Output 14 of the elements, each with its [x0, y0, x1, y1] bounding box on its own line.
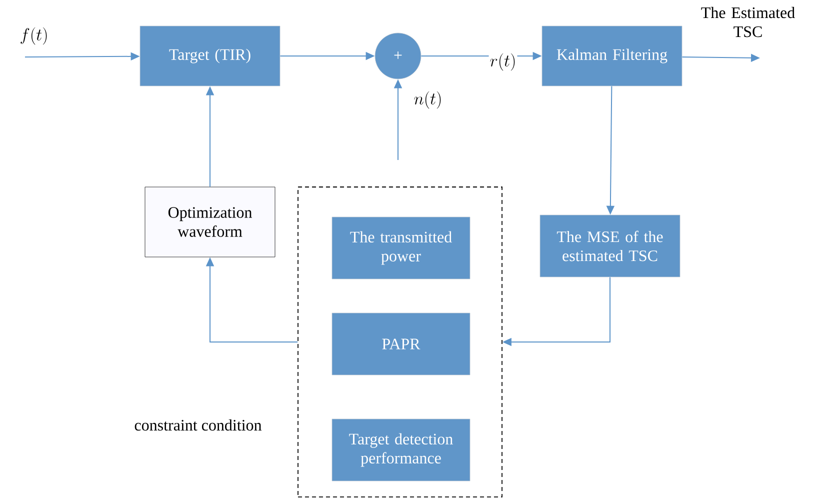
- summing-junction: +: [374, 32, 422, 80]
- process-box: Kalman Filtering: [542, 26, 682, 86]
- process-box: PAPR: [332, 312, 470, 376]
- edge-label: $r(t)$: [490, 53, 515, 71]
- process-box: Target (TIR): [140, 26, 280, 86]
- process-box: The MSE of the estimated TSC: [540, 214, 680, 278]
- edge-label: $f(t)$: [20, 27, 47, 45]
- group-caption: constraint condition: [134, 419, 262, 431]
- process-box: Optimization waveform: [144, 186, 276, 258]
- dashed-group-box: [298, 186, 502, 498]
- process-box: Target detection performance: [332, 418, 470, 482]
- process-box: The transmitted power: [332, 216, 470, 280]
- edge-label: $n(t)$: [414, 91, 441, 109]
- edge-label: The Estimated TSC: [701, 6, 795, 38]
